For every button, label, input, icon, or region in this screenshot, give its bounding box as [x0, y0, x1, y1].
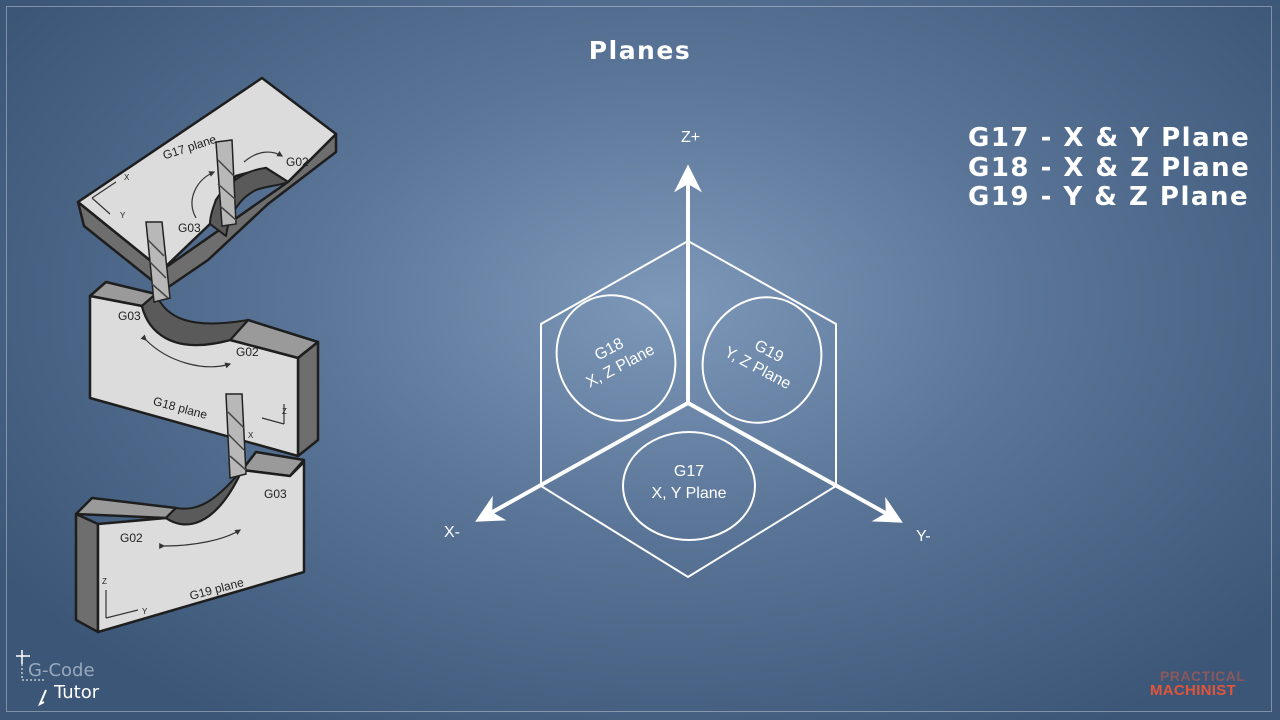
tutor-logo-line2: Tutor	[54, 682, 100, 703]
slide-frame	[6, 6, 1272, 712]
g17-plane-label: X, Y Plane	[651, 485, 726, 502]
g17-g02-label: G02	[286, 155, 309, 169]
x-axis-label: X-	[444, 524, 460, 541]
g19-ellipse	[701, 296, 823, 424]
g17-ccw-arrow	[191, 171, 216, 219]
g18-ellipse	[555, 294, 677, 422]
g19-block	[74, 450, 306, 634]
g17-g03-label: G03	[178, 221, 201, 235]
g17-ellipse	[622, 431, 756, 541]
g18-g03-label: G03	[118, 309, 141, 323]
end-mill-bottom	[225, 393, 247, 479]
g19-block-top-left	[74, 496, 178, 520]
g18-axis-icon	[261, 404, 285, 425]
g17-axis-icon	[91, 181, 117, 215]
g19-g02-label: G02	[120, 531, 143, 545]
g19-axis-b: Z	[102, 577, 107, 586]
pm-logo-line1: PRACTICAL	[1160, 668, 1246, 684]
g19-axis-a: Y	[142, 607, 148, 616]
g19-arc-arrow	[159, 529, 242, 550]
code-g18-line: G18 - X & Z Plane	[968, 152, 1251, 183]
end-mill-top	[215, 139, 237, 227]
g19-cut-wall	[165, 451, 257, 526]
y-axis-label: Y-	[916, 528, 931, 545]
tutor-logo-line1: G-Code	[28, 660, 95, 681]
end-mill-middle	[145, 221, 171, 303]
g18-arc-arrow	[140, 334, 232, 369]
page-title: Planes	[588, 36, 692, 65]
g17-axis-b: Y	[120, 211, 126, 220]
g17-code-label: G17	[674, 463, 704, 480]
g18-g02-label: G02	[236, 345, 259, 359]
hexagon-outline	[540, 239, 837, 579]
g18-block-side	[296, 340, 320, 458]
g17-axis-a: X	[124, 173, 130, 182]
g17-block	[76, 76, 338, 292]
g19-g03-label: G03	[264, 487, 287, 501]
g18-axis-b: Z	[282, 407, 287, 416]
cursor-icon	[16, 650, 47, 707]
z-axis-label: Z+	[681, 129, 700, 146]
x-axis-line	[475, 401, 689, 522]
code-g19-line: G19 - Y & Z Plane	[968, 182, 1250, 212]
gcode-tutor-logo: G-Code Tutor	[16, 650, 116, 708]
practical-machinist-logo: PRACTICAL MACHINIST	[1148, 656, 1258, 702]
g18-axis-a: X	[248, 431, 254, 440]
plane-code-list: G17 - X & Y Plane G18 - X & Z Plane G19 …	[968, 123, 1251, 213]
pm-logo-line2: MACHINIST	[1150, 682, 1237, 699]
y-axis-line	[687, 401, 903, 523]
g19-axis-icon	[105, 590, 139, 619]
code-g17-line: G17 - X & Y Plane	[968, 123, 1251, 153]
g19-block-side	[74, 512, 100, 634]
g18-cut-wall	[141, 293, 249, 346]
g17-cw-arrow	[243, 150, 284, 163]
